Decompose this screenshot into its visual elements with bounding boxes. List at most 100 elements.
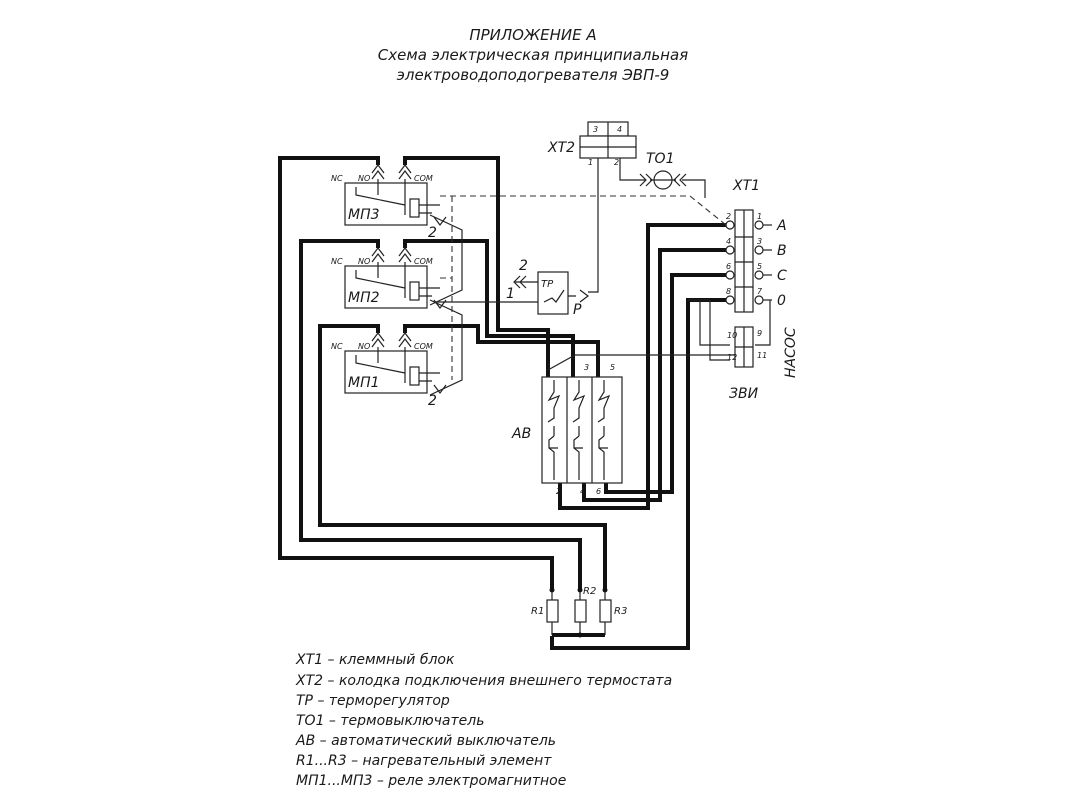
legend-item: МП1...МП3 – реле электромагнитное — [296, 773, 566, 789]
wire-breaker-top — [547, 354, 740, 371]
pump-label: НАСОС — [783, 327, 799, 378]
xt2-pin-3: 3 — [593, 125, 598, 134]
relay-no-terminal-icon — [371, 247, 385, 263]
av-poles — [547, 380, 611, 480]
xt1-label: ХТ1 — [732, 178, 760, 194]
xt1-right-pin: 7 — [757, 287, 763, 296]
title-block: ПРИЛОЖЕНИЕ А Схема электрическая принцип… — [378, 26, 688, 84]
zvi-pin-9: 9 — [757, 329, 762, 338]
av-switch-icon — [572, 380, 586, 436]
relay-nc-label: NC — [331, 257, 343, 266]
tp-wire-2: 2 — [519, 258, 528, 274]
av-pin-2: 2 — [556, 487, 561, 496]
xt1-right-pin: 1 — [757, 212, 762, 221]
relay-contact-icon — [355, 347, 406, 383]
relay-coil-icon — [409, 366, 420, 386]
wire-com1-breaker — [403, 324, 600, 378]
xt2-label: ХТ2 — [547, 140, 575, 156]
relay-no-label: NO — [358, 174, 370, 183]
relay-coil-terminal-icon — [433, 384, 447, 394]
wire-pump-right — [755, 300, 771, 346]
zvi-terminal-block: 10 12 9 11 ЗВИ НАСОС — [727, 326, 799, 402]
relay-nc-label: NC — [331, 174, 343, 183]
xt1-right-pin: 5 — [757, 262, 762, 271]
heater-r3 — [599, 599, 612, 623]
power-wires — [278, 156, 726, 650]
to1-thermal-switch: ТО1 — [639, 151, 687, 190]
heater-group: R1 R2 R3 — [531, 586, 627, 638]
xt1-phase-label: A — [776, 218, 787, 234]
legend-item: ХТ1 – клеммный блок — [295, 652, 455, 668]
xt1-right-terminal-icon — [754, 270, 764, 280]
relay-name: МП1 — [348, 375, 380, 391]
zvi-label: ЗВИ — [729, 386, 759, 402]
relay-coil-icon — [409, 281, 420, 301]
tp-switch-icon — [543, 289, 565, 303]
relay-name: МП3 — [348, 207, 380, 223]
title-device: электроводоподогревателя ЭВП-9 — [397, 66, 670, 84]
av-pole — [572, 380, 586, 480]
heater-r1-label: R1 — [531, 606, 544, 617]
relay-no-label: NO — [358, 342, 370, 351]
relay-coil-pin: 2 — [428, 393, 437, 409]
legend-item: ХТ2 – колодка подключения внешнего термо… — [295, 673, 672, 689]
av-pin-4: 4 — [580, 487, 585, 496]
tp-wire-1: 1 — [506, 286, 515, 302]
wire-breaker-xt1-a — [558, 223, 726, 510]
av-trip-icon — [598, 435, 608, 462]
xt1-left-terminal-icon — [725, 220, 735, 230]
tp-thermoregulator: ТР P 2 1 — [506, 258, 589, 318]
av-pole — [597, 380, 611, 480]
heater-r3-label: R3 — [614, 606, 627, 617]
av-trip-icon — [548, 435, 558, 462]
relay-coil-terminal-icon — [433, 216, 447, 226]
xt2-pin-1: 1 — [588, 158, 593, 167]
xt1-phase-label: C — [777, 268, 787, 284]
wire-xt2-tp — [588, 158, 599, 293]
relay-com-terminal-icon — [398, 332, 412, 348]
xt1-right-pin: 3 — [757, 237, 762, 246]
tp-body — [537, 271, 569, 315]
xt1-left-pin: 8 — [726, 287, 731, 296]
av-pin-5: 5 — [610, 363, 615, 372]
xt1-row: 8 7 0 — [725, 287, 786, 309]
relay-no-label: NO — [358, 257, 370, 266]
dash-xt1-relay — [440, 195, 727, 226]
to1-label: ТО1 — [646, 151, 674, 167]
relay-com-terminal-icon — [398, 247, 412, 263]
relay-nc-label: NC — [331, 342, 343, 351]
xt2-pin-4: 4 — [617, 125, 622, 134]
wire-pump-1 — [699, 300, 730, 346]
legend-item: R1...R3 – нагревательный элемент — [296, 753, 552, 769]
av-switch-icon — [547, 380, 561, 436]
av-body — [541, 376, 623, 484]
xt1-left-pin: 2 — [726, 212, 731, 221]
relay-com-terminal-icon — [398, 164, 412, 180]
wire-breaker-xt1-b — [582, 248, 726, 502]
wire-r1-outer — [278, 156, 554, 590]
xt1-row: 2 1A — [725, 212, 787, 234]
xt1-left-pin: 6 — [726, 262, 731, 271]
title-appendix: ПРИЛОЖЕНИЕ А — [469, 26, 596, 44]
wire-r3-outer — [318, 324, 607, 590]
xt1-right-terminal-icon — [754, 220, 764, 230]
relay-coil-pin: 2 — [428, 225, 437, 241]
wire-coil-cross-2 — [429, 299, 463, 396]
zvi-pin-12: 12 — [727, 353, 737, 362]
av-circuit-breaker: АВ 1 3 5 2 4 6 — [511, 363, 623, 496]
xt1-phase-label: 0 — [777, 293, 786, 309]
relay-name: МП2 — [348, 290, 380, 306]
wire-breaker-xt1-c — [604, 273, 726, 494]
xt1-phase-label: B — [777, 243, 787, 259]
wire-r2-outer — [299, 239, 582, 590]
xt2-connector: 3 4 1 2 ХТ2 — [547, 121, 637, 167]
av-pin-3: 3 — [584, 363, 589, 372]
